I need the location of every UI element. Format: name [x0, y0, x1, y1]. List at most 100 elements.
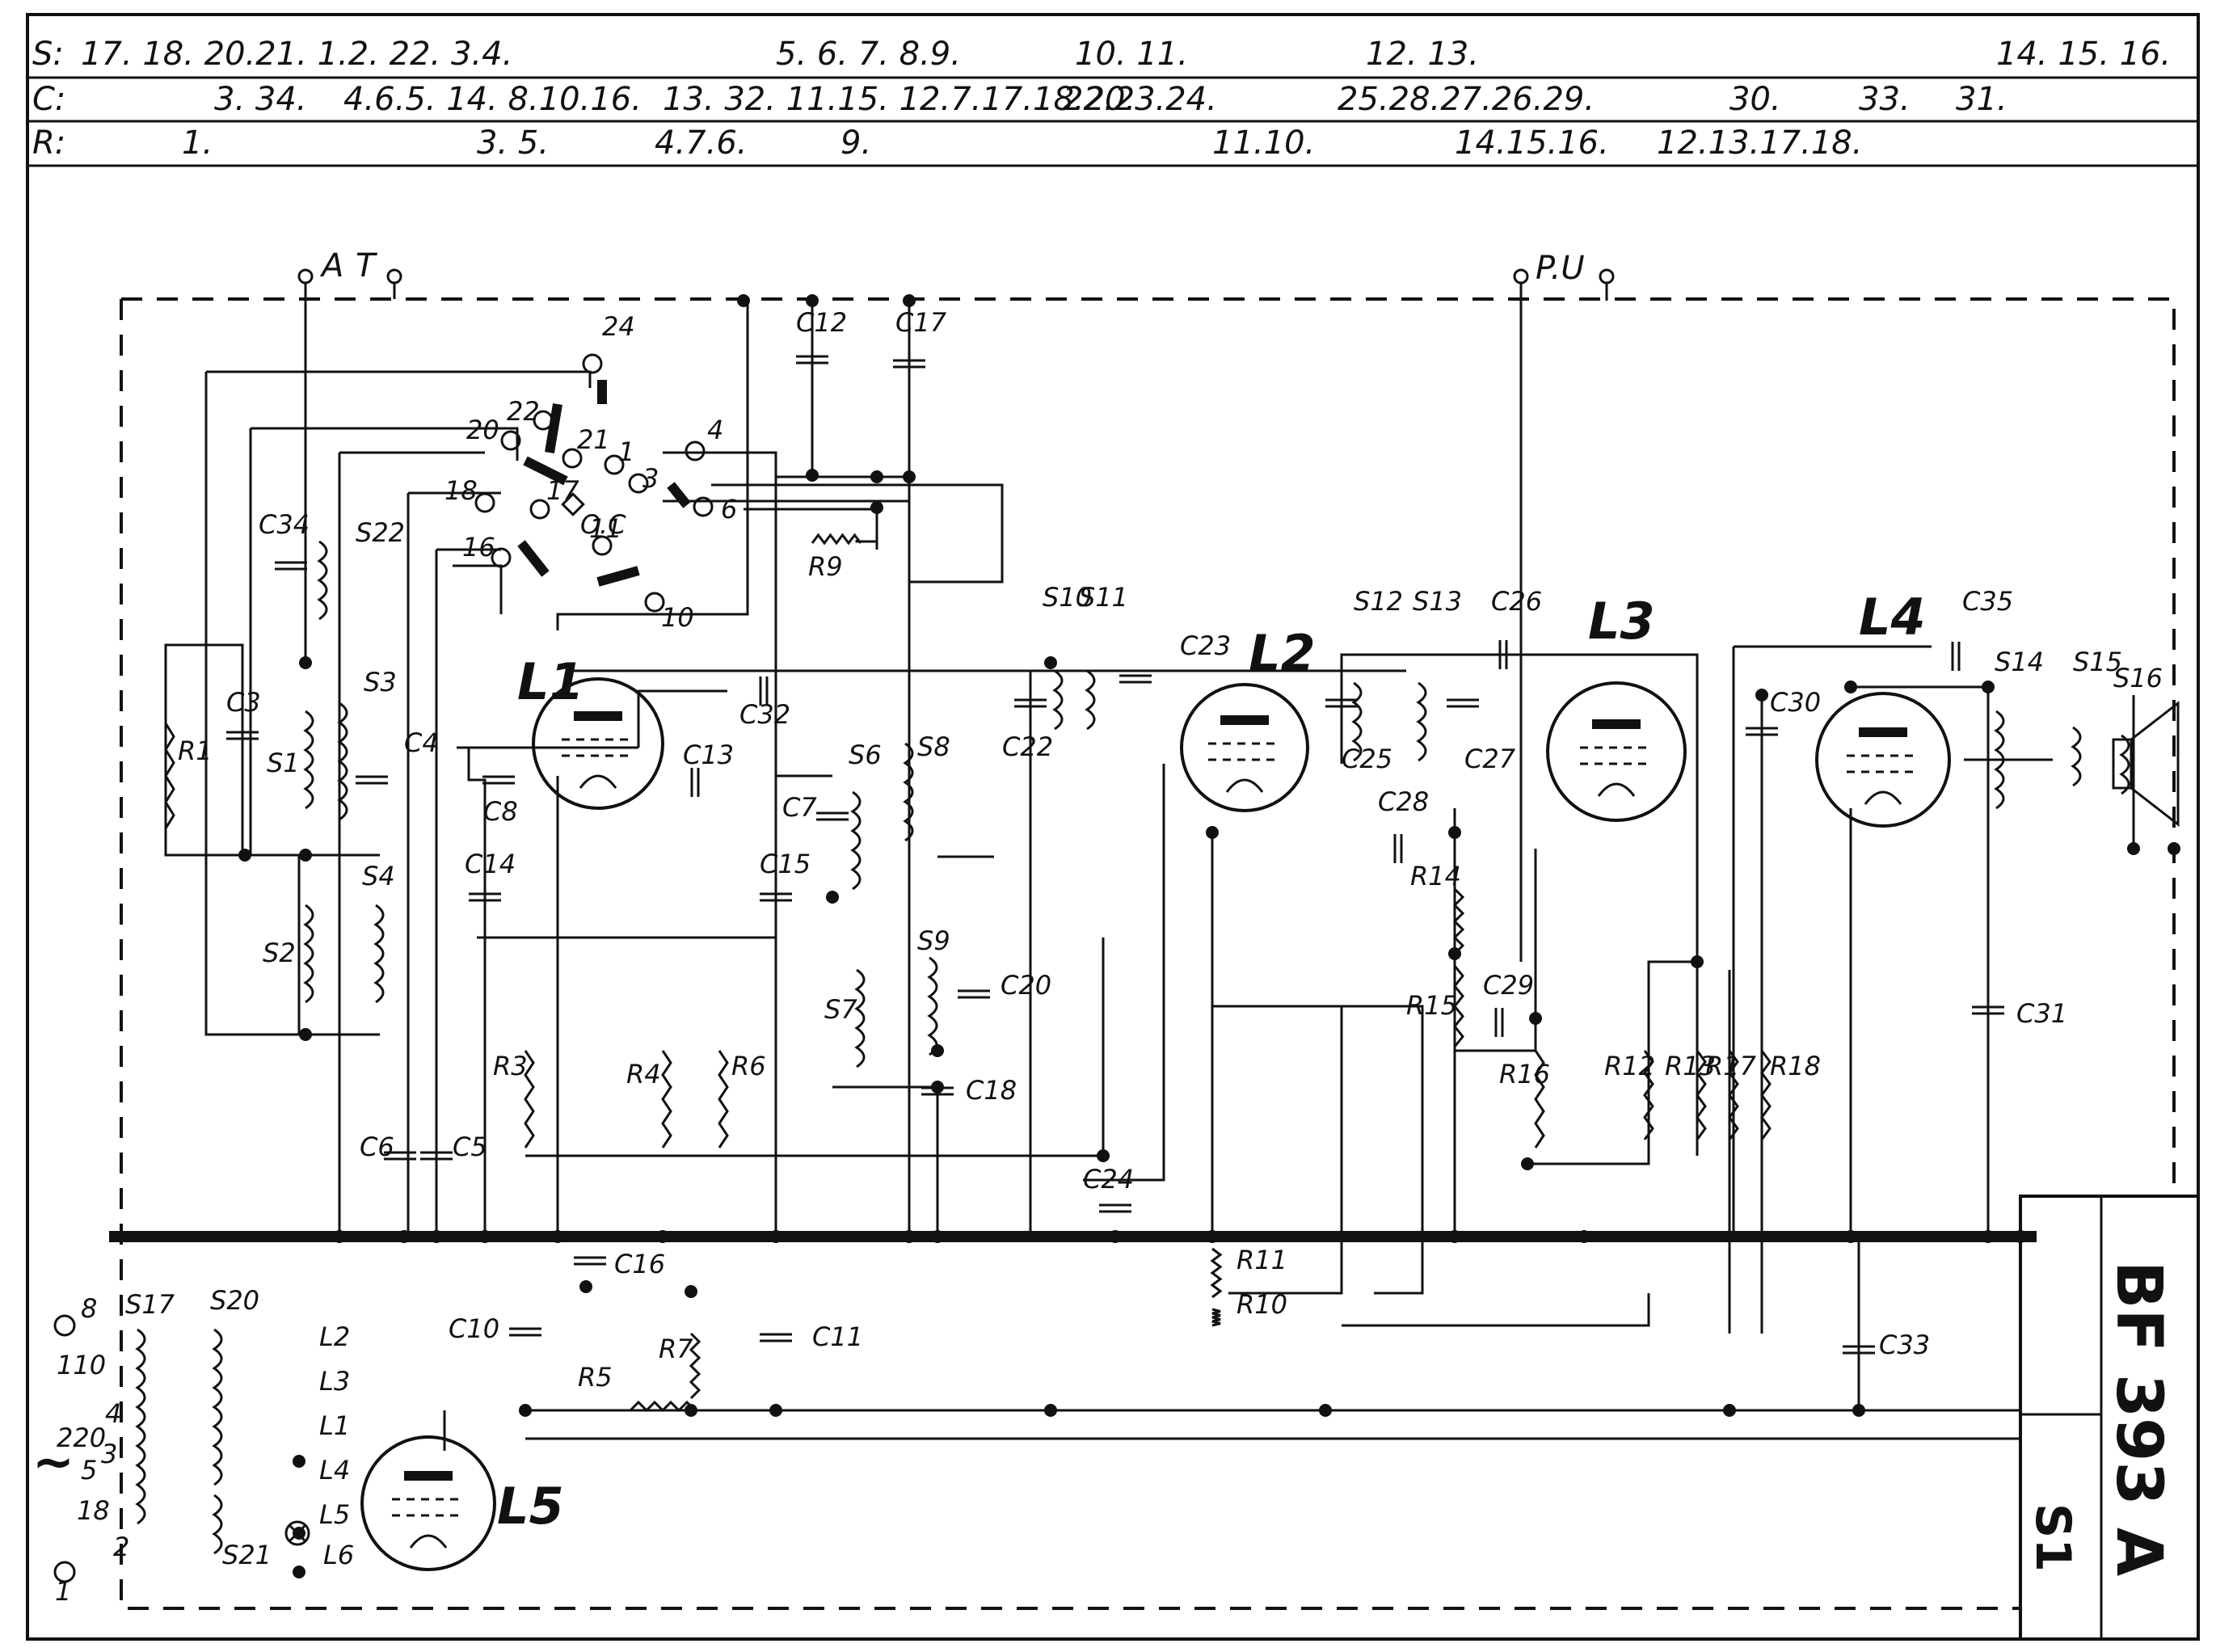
coil-s22: S22: [317, 517, 405, 621]
switch-contact-24: 24: [582, 311, 635, 374]
capacitor-c23: C23: [1119, 630, 1231, 684]
capacitor-label-c32: C32: [739, 699, 790, 730]
resistor-label-r7: R7: [659, 1334, 693, 1364]
header-group-1-6: 33.: [1859, 81, 1911, 118]
capacitor-c34: C34: [259, 509, 310, 571]
coil-label-s1: S1: [267, 748, 300, 778]
header-group-2-3: 9.: [840, 124, 871, 162]
resistor-r17: R17: [1705, 1050, 1757, 1140]
switch-contact-10: 10: [644, 592, 694, 633]
pickup-terminals: P.U: [1513, 250, 1615, 962]
header-group-2-6: 12.13.17.18.: [1657, 124, 1862, 162]
coil-s2: S2: [263, 904, 314, 1004]
capacitor-c20: C20: [958, 970, 1051, 1001]
resistor-label-r16: R16: [1499, 1059, 1550, 1089]
header-group-1-0: 3. 34.: [214, 81, 307, 118]
capacitor-label-c14: C14: [465, 849, 516, 879]
switch-contact-label-11: 11: [589, 513, 622, 544]
resistor-label-r15: R15: [1406, 990, 1457, 1021]
coil-s14: S14: [1994, 647, 2044, 810]
capacitor-label-c31: C31: [2016, 998, 2067, 1029]
switch-contact-label-10: 10: [661, 602, 694, 633]
header-group-1-5: 30.: [1729, 81, 1781, 118]
heater-label-0: L2: [319, 1321, 350, 1352]
antenna-terminal: A: [297, 247, 343, 663]
tube-label-l5: L5: [497, 1477, 564, 1536]
header-key-0: S:: [32, 36, 64, 73]
coil-label-s20: S20: [210, 1285, 259, 1316]
loudspeaker: [2112, 700, 2180, 828]
capacitor-c18: C18: [921, 1075, 1017, 1106]
switch-contact-6: 6: [693, 494, 737, 525]
heater-label-5: L6: [323, 1540, 354, 1570]
resistor-label-r5: R5: [578, 1362, 613, 1393]
svg-text:T: T: [356, 247, 378, 284]
mains-tap-220: 220: [57, 1422, 106, 1453]
switch-contact-label-1: 1: [618, 436, 634, 467]
coil-s11: S11: [1079, 582, 1128, 731]
coil-s20: S20: [210, 1285, 259, 1486]
capacitor-c25: C25: [1325, 698, 1392, 774]
mains-tap-5: 5: [81, 1455, 97, 1486]
earth-terminal: T: [356, 247, 402, 299]
capacitor-label-c15: C15: [760, 849, 811, 879]
tube-label-l1: L1: [517, 652, 584, 711]
capacitor-label-c28: C28: [1378, 786, 1429, 817]
capacitor-label-c18: C18: [966, 1075, 1017, 1106]
resistor-label-r9: R9: [808, 551, 843, 582]
resistor-label-r4: R4: [626, 1059, 661, 1089]
resistor-r13: R13: [1665, 1050, 1716, 1140]
heater-label-3: L4: [319, 1455, 350, 1486]
header-group-2-5: 14.15.16.: [1455, 124, 1609, 162]
coil-s17: S17: [125, 1289, 175, 1525]
model-label: BF 393 A: [2102, 1261, 2175, 1576]
resistor-label-r6: R6: [731, 1051, 766, 1081]
tube-label-l3: L3: [1588, 592, 1655, 651]
resistor-label-r17: R17: [1705, 1051, 1757, 1081]
resistor-label-r3: R3: [493, 1051, 528, 1081]
capacitor-c10: C10: [449, 1313, 541, 1344]
coil-label-s6: S6: [849, 740, 882, 770]
coil-label-s9: S9: [917, 925, 950, 956]
capacitor-c24: C24: [1083, 1164, 1134, 1213]
resistor-r1: R1: [164, 723, 213, 829]
capacitor-c4: C4: [356, 727, 439, 785]
header-group-1-7: 31.: [1956, 81, 2007, 118]
resistor-label-r12: R12: [1604, 1051, 1655, 1081]
capacitor-label-c30: C30: [1770, 687, 1821, 718]
coil-label-s21: S21: [222, 1540, 272, 1570]
resistor-r6: R6: [718, 1050, 766, 1148]
capacitor-c3: C3: [226, 687, 261, 740]
capacitor-c30: C30: [1746, 687, 1821, 736]
coil-s10: S10: [1043, 582, 1092, 731]
capacitor-label-c27: C27: [1464, 744, 1516, 774]
capacitor-c12: C12: [796, 307, 847, 365]
switch-center-label: O.C: [580, 509, 626, 540]
switch-contact-label-4: 4: [707, 415, 723, 445]
switch-contact-label-18: 18: [444, 475, 478, 506]
coil-label-s8: S8: [917, 731, 950, 762]
coil-label-s16: S16: [2113, 663, 2163, 693]
capacitor-c6: C6: [360, 1132, 416, 1162]
resistor-r7: R7: [659, 1332, 701, 1400]
coil-label-s4: S4: [362, 861, 395, 891]
header-group-1-4: 25.28.27.26.29.: [1338, 81, 1595, 118]
capacitor-c35: C35: [1951, 586, 2013, 671]
resistor-label-r14: R14: [1410, 861, 1461, 891]
wiring: [164, 299, 2135, 1451]
sheet-code: S1: [2024, 1503, 2081, 1572]
capacitor-label-c29: C29: [1483, 970, 1534, 1001]
switch-contact-label-24: 24: [602, 311, 635, 342]
header-group-0-3: 12. 13.: [1366, 36, 1479, 73]
header-group-0-1: 5. 6. 7. 8.9.: [776, 36, 961, 73]
coil-s12: S12: [1351, 586, 1403, 762]
header-key-2: R:: [32, 124, 65, 162]
capacitor-label-c7: C7: [782, 792, 817, 823]
capacitor-label-c8: C8: [483, 796, 518, 827]
resistor-r5: R5: [578, 1362, 697, 1413]
svg-text:P.U: P.U: [1536, 250, 1585, 287]
mains-tap-1: 1: [55, 1576, 71, 1607]
capacitor-c31: C31: [1972, 998, 2067, 1029]
capacitor-label-c12: C12: [796, 307, 847, 338]
header-group-1-3: 22.23.24.: [1063, 81, 1217, 118]
